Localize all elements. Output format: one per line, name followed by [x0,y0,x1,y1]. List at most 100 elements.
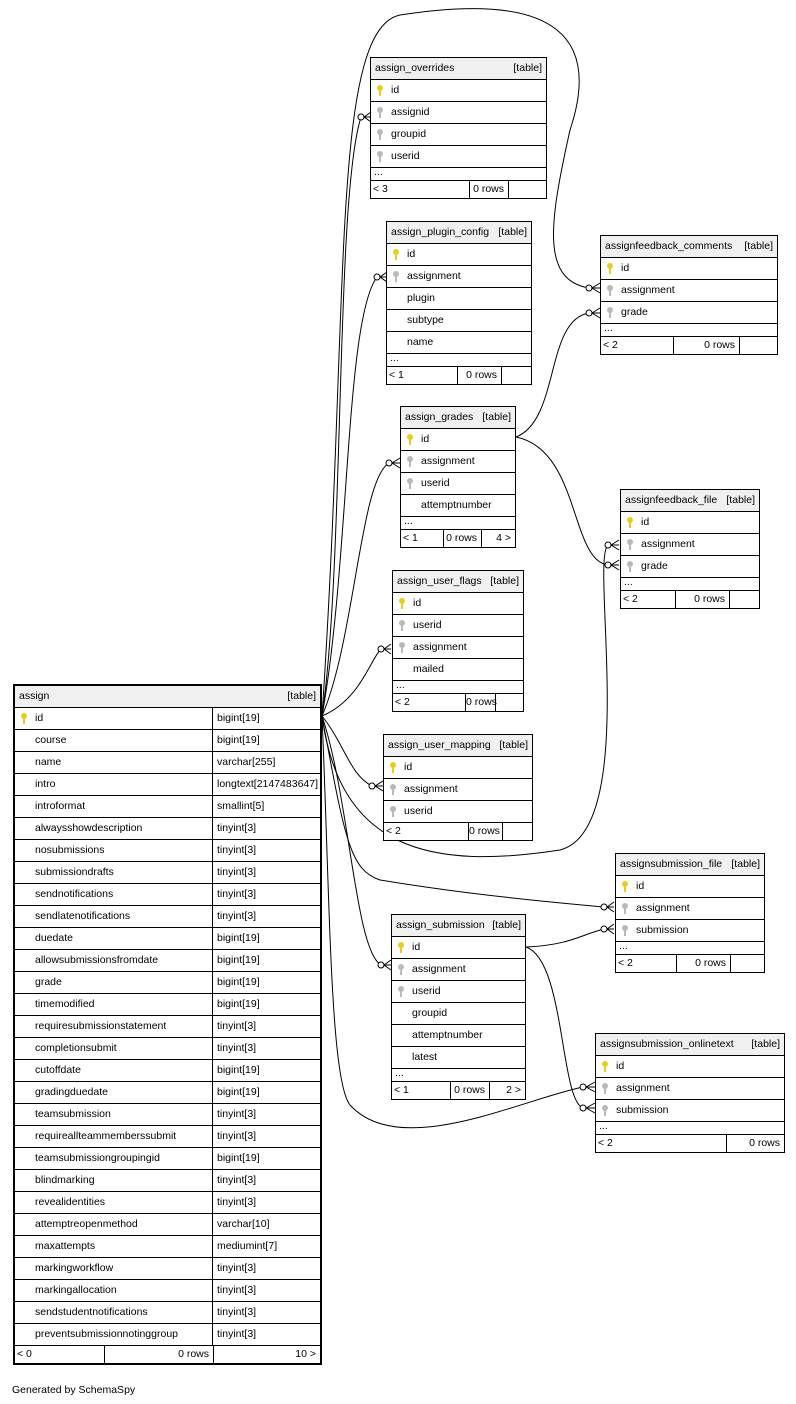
column-type: varchar[10] [212,1214,320,1235]
primary-key-icon [376,85,384,97]
parents-count: < 0 [17,1348,32,1360]
table-header: assignfeedback_file[table] [621,490,759,512]
parents-count: < 2 [623,593,638,605]
row-count: 0 rows [450,1082,489,1099]
column-type: bigint[19] [212,1148,320,1169]
children-count: 4 > [481,530,515,547]
column-row: id [616,876,764,898]
parents-count: < 2 [395,696,410,708]
table-footer: < 2 0 rows [596,1135,784,1152]
column-type: bigint[19] [212,972,320,993]
foreign-key-icon [406,456,414,468]
table-title: assign_grades [405,411,474,423]
edge-assign-submission [321,715,382,966]
column-row: assignment [387,266,531,288]
edge-endpoint [377,645,385,653]
column-name: groupid [391,128,427,140]
column-type: tinyint[3] [212,862,320,883]
column-row: userid [401,473,515,495]
table-header: assign_overrides[table] [371,58,546,80]
row-count: 0 rows [673,337,739,354]
column-name: assignid [391,106,430,118]
parents-count: < 2 [603,339,618,351]
table-header: assign_user_flags[table] [393,571,523,593]
crowfoot [610,539,620,551]
column-type: bigint[19] [212,928,320,949]
column-name: nosubmissions [35,844,105,856]
crowfoot [606,923,615,935]
crowfoot [383,959,392,971]
column-name: userid [391,150,420,162]
edge-assign-user-flags [321,648,382,717]
foreign-key-icon [621,903,629,915]
column-name: course [35,734,67,746]
column-row: assignment [393,637,523,659]
table-type-tag: [table] [726,494,755,506]
column-name: groupid [412,1007,448,1019]
column-name: requiresubmissionstatement [35,1020,167,1032]
children-count [495,694,523,711]
column-row: id [384,757,532,779]
column-type: tinyint[3] [212,818,320,839]
crowfoot [591,282,601,294]
edge-endpoint [600,903,608,911]
column-name: submission [636,924,689,936]
column-row: submission [596,1100,784,1122]
children-count: 10 > [213,1346,320,1363]
row-count: 0 rows [726,1135,784,1152]
column-row: assignment [392,959,525,981]
column-name: sendnotifications [35,888,114,900]
edge-assign-overrides [321,116,362,717]
row-count: 0 rows [468,823,502,840]
children-count [502,823,532,840]
column-name: subtype [407,314,444,326]
column-name: id [412,941,421,953]
foreign-key-icon [397,964,405,976]
foreign-key-icon [621,925,629,937]
column-row: userid [384,801,532,823]
column-type: tinyint[3] [212,1192,320,1213]
primary-key-icon [392,249,400,261]
edge-grades-feedback-comments [515,312,590,438]
column-row: assignment [616,898,764,920]
column-name: assignment [412,963,466,975]
edge-endpoint [377,961,385,969]
column-row: userid [371,146,546,168]
column-name: requireallteammemberssubmit [35,1130,177,1142]
more-columns-indicator: ... [601,323,777,337]
edge-endpoint [585,284,593,292]
table-title: assign_submission [396,919,485,931]
column-row: id [601,258,777,280]
column-row: assignment [596,1078,784,1100]
crowfoot [363,111,372,123]
column-name: id [391,84,400,96]
column-row: id [392,937,525,959]
parents-count: < 2 [598,1137,613,1149]
column-type: tinyint[3] [212,1016,320,1037]
primary-key-icon [20,713,28,725]
edge-endpoint [604,561,612,569]
table-type-tag: [table] [751,1038,780,1050]
column-name: sendstudentnotifications [35,1306,148,1318]
table-type-tag: [table] [287,690,316,702]
column-row: grade [621,556,759,578]
foreign-key-icon [626,539,634,551]
column-type: tinyint[3] [212,906,320,927]
column-name: userid [412,985,441,997]
crowfoot [606,901,615,913]
